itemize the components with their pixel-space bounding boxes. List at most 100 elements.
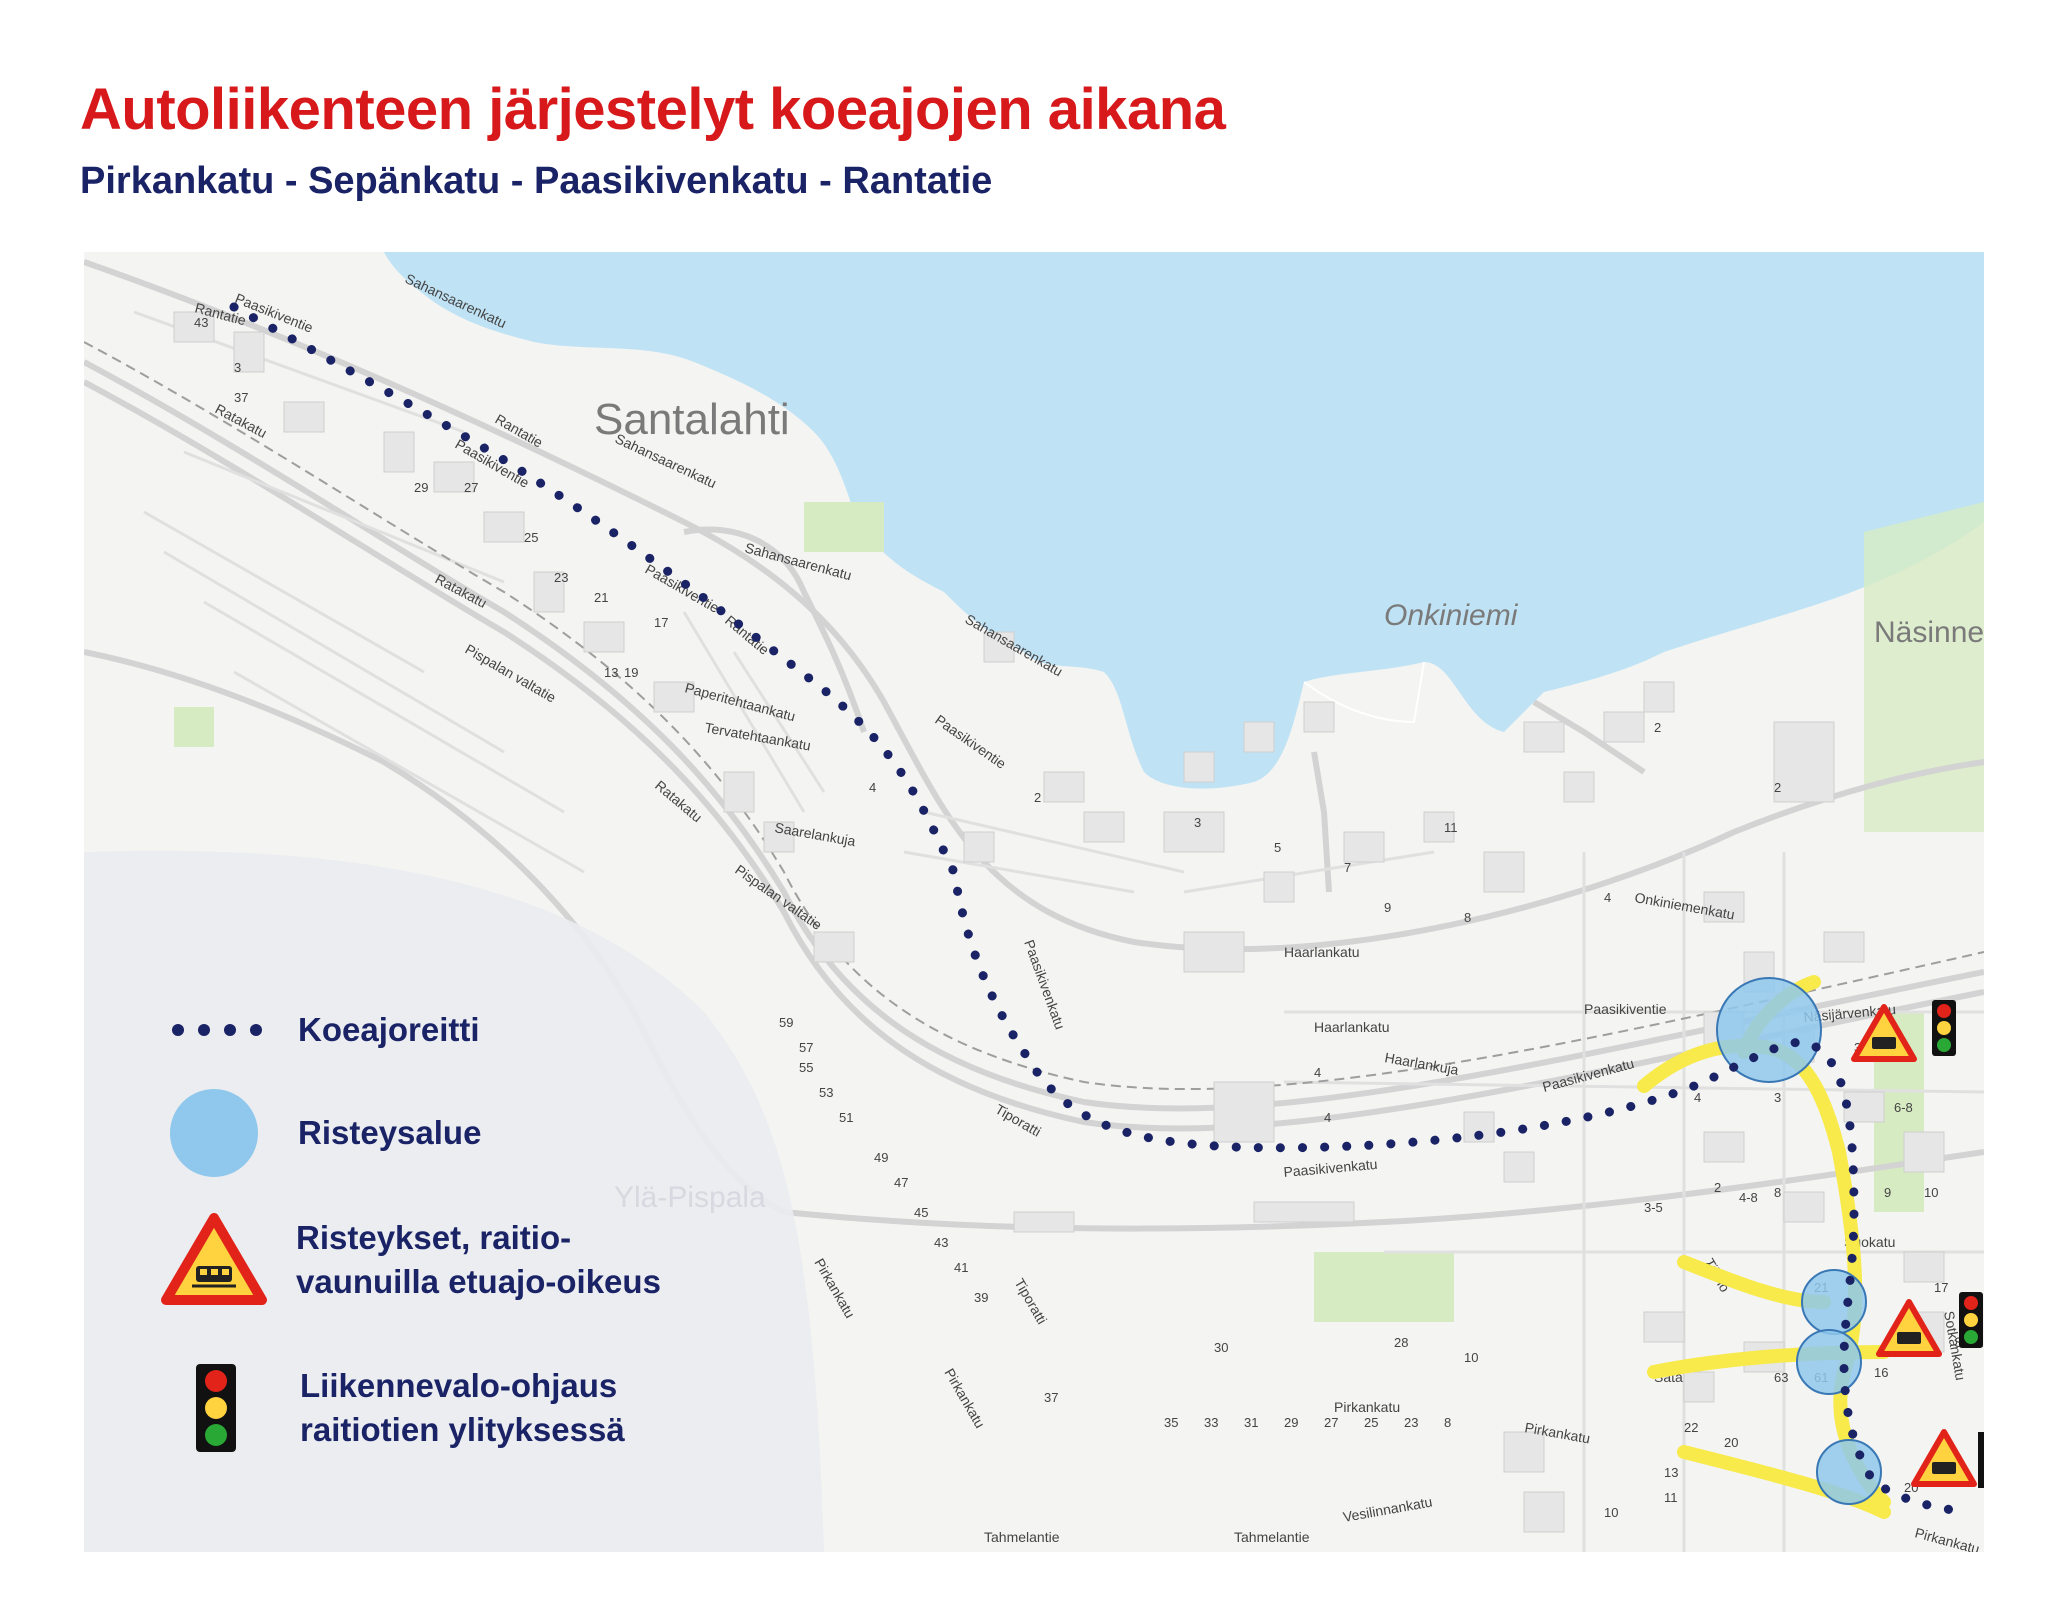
- house-number: 31: [1244, 1415, 1258, 1430]
- house-number: 43: [194, 315, 208, 330]
- house-number: 45: [914, 1205, 928, 1220]
- house-number: 8: [1464, 910, 1471, 925]
- tram-warning-triangle-icon: [1911, 1429, 1977, 1487]
- shoreline: [1303, 661, 1425, 724]
- railway: [84, 341, 1984, 1091]
- house-number: 4: [1324, 1110, 1331, 1125]
- house-number: 4: [1314, 1065, 1321, 1080]
- street-label-pirkankatu: Pirkankatu: [1334, 1399, 1400, 1415]
- house-number: 10: [1464, 1350, 1478, 1365]
- house-number: 25: [524, 530, 538, 545]
- house-number: 8: [1774, 1185, 1781, 1200]
- legend-tram-priority: Risteykset, raitio- vaunuilla etuajo-oik…: [160, 1212, 661, 1308]
- house-number: 2: [1654, 720, 1661, 735]
- route-map: Santalahti Onkiniemi Näsinne Ylä-Pispala…: [84, 252, 1984, 1552]
- house-number: 20: [1724, 1435, 1738, 1450]
- route-dots-icon: [172, 1024, 262, 1036]
- house-number: 13: [1664, 1465, 1678, 1480]
- house-number: 8: [1444, 1415, 1451, 1430]
- house-number: 37: [234, 390, 248, 405]
- place-yla-pispala: Ylä-Pispala: [614, 1181, 766, 1214]
- house-number: 59: [779, 1015, 793, 1030]
- house-number: 11: [1664, 1490, 1678, 1505]
- house-number: 53: [819, 1085, 833, 1100]
- test-drive-route: [229, 302, 1969, 1517]
- tram-warning-triangle-icon: [1851, 1004, 1917, 1062]
- street-label-tahmelantie: Tahmelantie: [984, 1529, 1060, 1545]
- place-nasinne: Näsinne: [1874, 616, 1984, 649]
- legend-route-label: Koeajoreitti: [298, 1011, 480, 1048]
- house-number: 9: [1384, 900, 1391, 915]
- house-number: 6-8: [1894, 1100, 1913, 1115]
- sports-field: [1314, 1252, 1454, 1322]
- legend-tram-priority-text: Risteykset, raitio- vaunuilla etuajo-oik…: [296, 1216, 661, 1304]
- house-number: 27: [464, 480, 478, 495]
- legend-tram-priority-line2: vaunuilla etuajo-oikeus: [296, 1263, 661, 1300]
- map-subtitle: Pirkankatu - Sepänkatu - Paasikivenkatu …: [80, 160, 993, 202]
- place-onkiniemi: Onkiniemi: [1384, 599, 1519, 632]
- house-number: 27: [1324, 1415, 1338, 1430]
- house-number: 35: [1164, 1415, 1178, 1430]
- house-number: 4: [1694, 1090, 1701, 1105]
- street-label-haarlankatu: Haarlankatu: [1314, 1019, 1390, 1035]
- place-santalahti: Santalahti: [594, 395, 790, 444]
- street-label-haarlankatu: Haarlankatu: [1284, 944, 1360, 960]
- house-number: 22: [1684, 1420, 1698, 1435]
- house-number: 5: [1274, 840, 1281, 855]
- legend-tram-priority-line1: Risteykset, raitio-: [296, 1219, 572, 1256]
- house-number: 3: [1774, 1090, 1781, 1105]
- house-number: 23: [554, 570, 568, 585]
- house-number: 17: [1934, 1280, 1948, 1295]
- traffic-light-icon: [1932, 1000, 1956, 1056]
- house-number: 37: [1044, 1390, 1058, 1405]
- house-number: 41: [954, 1260, 968, 1275]
- legend-route: Koeajoreitti: [170, 1008, 480, 1052]
- crossing-area-sata: [1796, 1329, 1862, 1395]
- map-title: Autoliikenteen järjestelyt koeajojen aik…: [80, 77, 1226, 142]
- house-number: 49: [874, 1150, 888, 1165]
- house-number: 2: [1034, 790, 1041, 805]
- tram-warning-triangle-icon: [1876, 1299, 1942, 1357]
- house-number: 33: [1204, 1415, 1218, 1430]
- house-number: 28: [1394, 1335, 1408, 1350]
- house-number: 63: [1774, 1370, 1788, 1385]
- legend-traffic-light: Liikennevalo-ohjaus raitiotien ylitykses…: [194, 1362, 625, 1454]
- house-number: 30: [1214, 1340, 1228, 1355]
- traffic-light-icon: [1959, 1292, 1983, 1348]
- lake-nasijarvi: [384, 252, 1984, 789]
- house-number: 4-8: [1739, 1190, 1758, 1205]
- street-label-tahmelantie: Tahmelantie: [1234, 1529, 1310, 1545]
- house-number: 25: [1364, 1415, 1378, 1430]
- legend-traffic-light-line2: raitiotien ylityksessä: [300, 1411, 625, 1448]
- house-number: 47: [894, 1175, 908, 1190]
- house-number: 3-5: [1644, 1200, 1663, 1215]
- crossing-area-paasikiventie: [1716, 977, 1822, 1083]
- legend-traffic-light-line1: Liikennevalo-ohjaus: [300, 1367, 618, 1404]
- house-number: 57: [799, 1040, 813, 1055]
- house-number: 10: [1924, 1185, 1938, 1200]
- legend-crossing-area: Risteysalue: [170, 1088, 481, 1178]
- street-label-paasikiventie: Paasikiventie: [1584, 1001, 1667, 1017]
- house-number: 3: [234, 360, 241, 375]
- tram-warning-triangle-icon: [161, 1213, 267, 1305]
- crossing-area-pirkankatu: [1816, 1439, 1882, 1505]
- house-number: 55: [799, 1060, 813, 1075]
- house-number: 2: [1714, 1180, 1721, 1195]
- house-number: 51: [839, 1110, 853, 1125]
- park-nasinneula: [1864, 502, 1984, 832]
- house-number: 39: [974, 1290, 988, 1305]
- park-area: [804, 502, 884, 552]
- park-small: [174, 707, 214, 747]
- house-number: 4: [1604, 890, 1611, 905]
- house-number: 4: [869, 780, 876, 795]
- house-number: 7: [1344, 860, 1351, 875]
- legend-overlay: [84, 850, 824, 1552]
- house-number: 29: [414, 480, 428, 495]
- house-number: 21: [594, 590, 608, 605]
- house-number: 29: [1284, 1415, 1298, 1430]
- house-number: 10: [1604, 1505, 1618, 1520]
- house-number: 3: [1194, 815, 1201, 830]
- house-number: 19: [624, 665, 638, 680]
- crossing-area-sepankatu: [1801, 1269, 1867, 1335]
- house-number: 16: [1874, 1365, 1888, 1380]
